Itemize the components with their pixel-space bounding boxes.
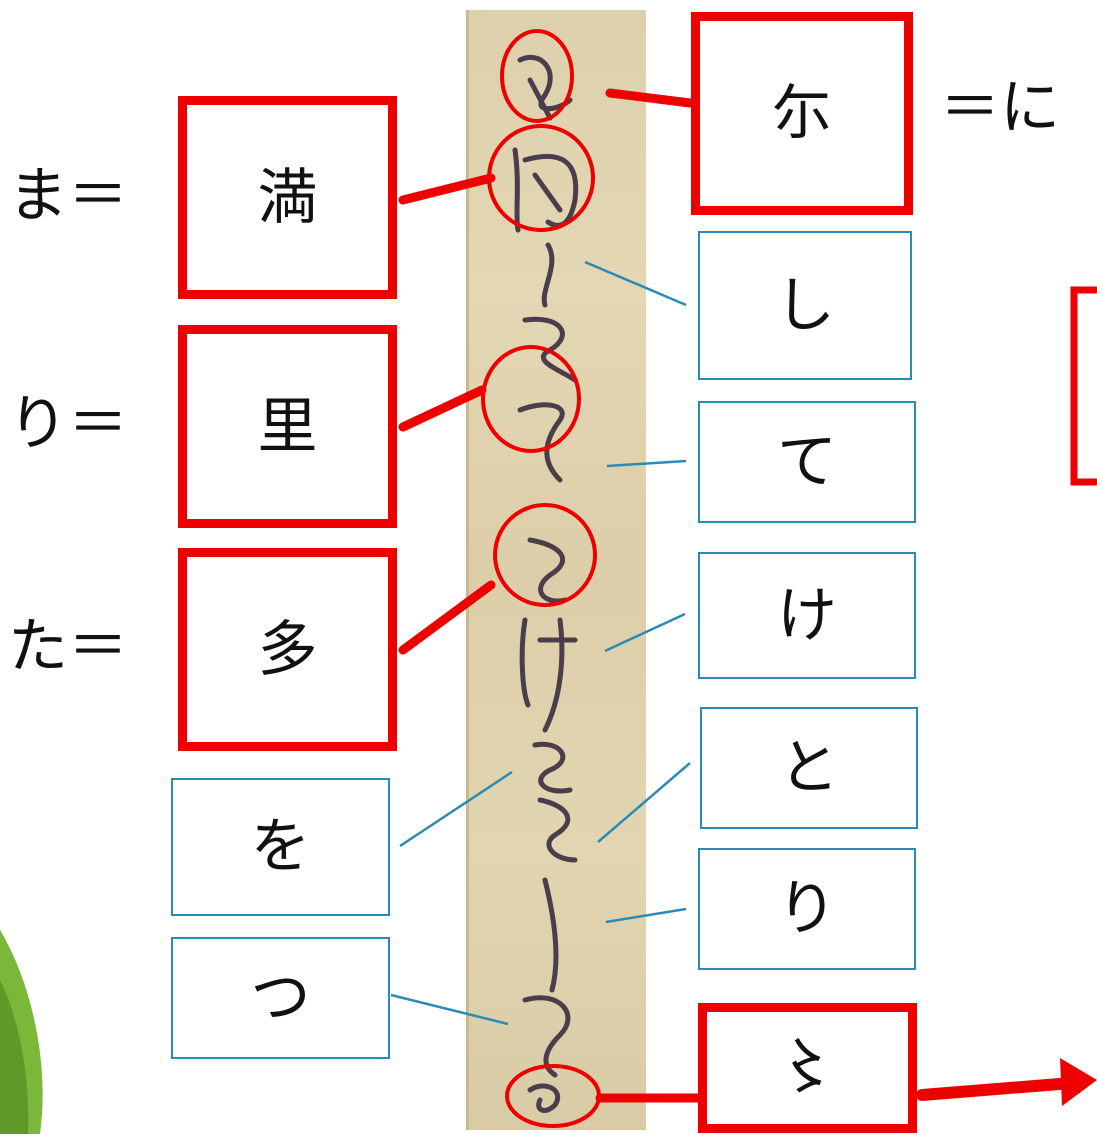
kana-shi: し [775, 270, 835, 341]
reading-ta: た＝ [8, 612, 128, 682]
kana-tsu: つ [250, 963, 311, 1033]
red-connectors [398, 88, 703, 1103]
kanji-box-ma: 満 [178, 96, 397, 299]
kana-te: て [777, 427, 837, 497]
kana-to: と [779, 733, 839, 803]
kana-box-shi: し [698, 231, 912, 380]
kana-ri: り [777, 874, 837, 944]
kanji-box-repeat-mark: 〻 [698, 1003, 917, 1133]
red-circles [481, 29, 601, 1128]
reading-ri: り＝ [8, 389, 128, 459]
kana-box-wo: を [171, 778, 390, 916]
kanji-ma: 満 [257, 162, 318, 233]
kana-box-to: と [700, 707, 918, 829]
repeat-mark: 〻 [777, 1033, 838, 1103]
reading-ni: ＝に [940, 73, 1060, 143]
cursive-ink [512, 55, 579, 1113]
reading-ma: ま＝ [8, 161, 128, 231]
kanji-ri: 里 [257, 391, 318, 462]
blue-connectors [390, 260, 691, 1026]
kanji-box-ni: 尓 [691, 12, 913, 215]
partial-red-box [1070, 286, 1097, 486]
kana-box-te: て [698, 401, 916, 523]
kanji-ta: 多 [257, 614, 318, 685]
kana-wo: を [250, 812, 311, 882]
kanji-box-ta: 多 [178, 548, 397, 751]
kana-box-tsu: つ [171, 937, 390, 1059]
kanji-box-ri: 里 [178, 325, 397, 528]
red-arrow [916, 1058, 1097, 1106]
kana-box-ke: け [698, 552, 916, 679]
kana-ke: け [777, 580, 837, 651]
kana-box-ri: り [698, 848, 916, 970]
kanji-ni: 尓 [772, 78, 832, 149]
manuscript-strip-edge [466, 10, 469, 1130]
